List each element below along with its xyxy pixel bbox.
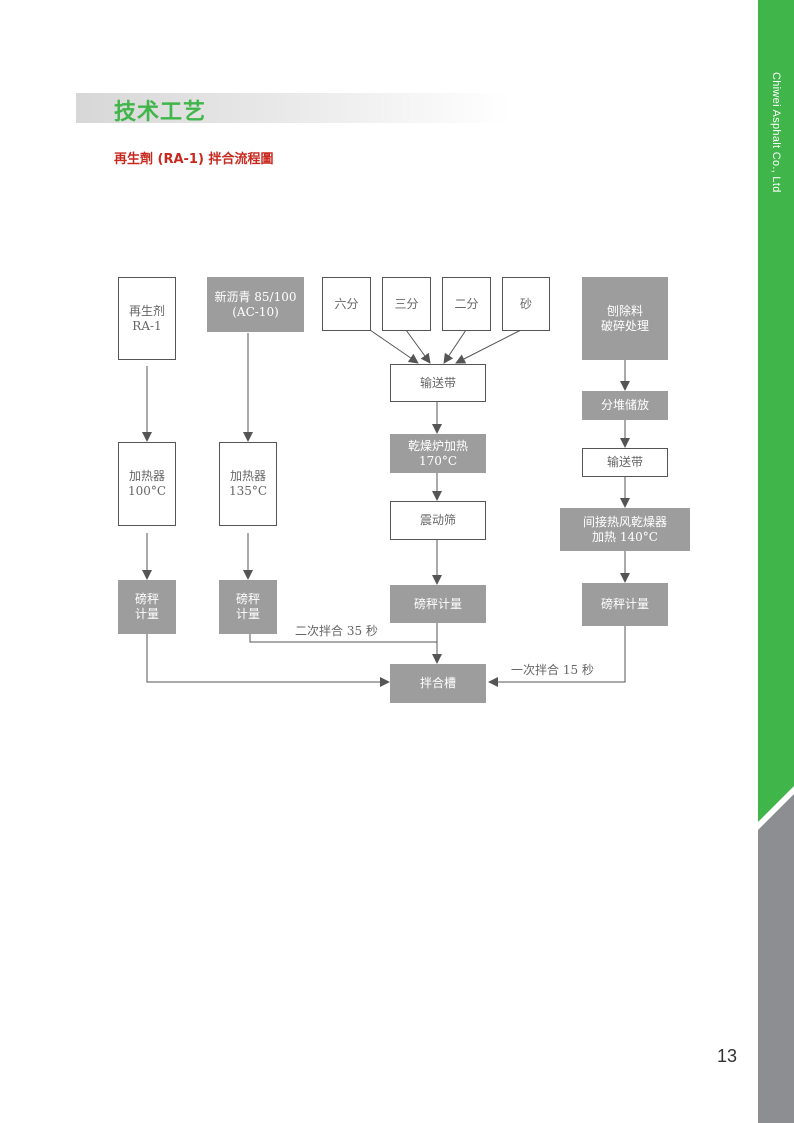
section-header-band	[76, 93, 510, 123]
sidebar-divider	[758, 786, 794, 830]
arrow-scale4-to-mixer	[488, 626, 626, 687]
node-dryer: 乾燥炉加热 170°C	[390, 434, 486, 473]
node-conveyor-2: 输送带	[582, 448, 668, 477]
node-millings: 刨除料 破碎处理	[582, 277, 668, 360]
node-stockpile: 分堆储放	[582, 391, 668, 420]
arrow-scale1-to-mixer	[146, 634, 390, 687]
node-sand: 砂	[502, 277, 550, 331]
arrow-two-to-conveyor	[443, 329, 467, 364]
node-scale-2: 磅秤 计量	[219, 580, 277, 634]
sidebar-gray-band	[758, 793, 794, 1123]
sidebar-green-band	[758, 0, 794, 830]
node-three: 三分	[382, 277, 431, 331]
node-vibrating-screen: 震动筛	[390, 501, 486, 540]
node-mixer: 拌合槽	[390, 664, 486, 703]
node-scale-4: 磅秤计量	[582, 583, 668, 626]
node-indirect-dryer: 间接热风乾燥器 加热 140°C	[560, 508, 690, 551]
node-ra1: 再生剂 RA-1	[118, 277, 176, 360]
label-second-mix: 二次拌合 35 秒	[295, 624, 378, 638]
label-first-mix: 一次拌合 15 秒	[511, 663, 594, 677]
arrow-sand-to-conveyor	[455, 329, 522, 364]
arrow-six-to-conveyor	[369, 329, 419, 364]
node-two: 二分	[442, 277, 491, 331]
arrow-three-to-conveyor	[405, 329, 431, 364]
node-conveyor-1: 输送带	[390, 364, 486, 402]
node-scale-3: 磅秤计量	[390, 585, 486, 623]
line-scale2-to-mixer	[249, 634, 437, 643]
section-title: 技术工艺	[114, 100, 207, 125]
chart-title: 再生劑 (RA-1) 拌合流程圖	[114, 152, 274, 167]
node-heater-1: 加热器 100°C	[118, 442, 176, 526]
node-asphalt: 新沥青 85/100 (AC-10)	[207, 277, 304, 332]
node-scale-1: 磅秤 计量	[118, 580, 176, 634]
node-six: 六分	[322, 277, 371, 331]
node-heater-2: 加热器 135°C	[219, 442, 277, 526]
page-number: 13	[717, 1046, 738, 1066]
sidebar-company-name: Chiwei Asphalt Co., Ltd	[770, 72, 782, 193]
